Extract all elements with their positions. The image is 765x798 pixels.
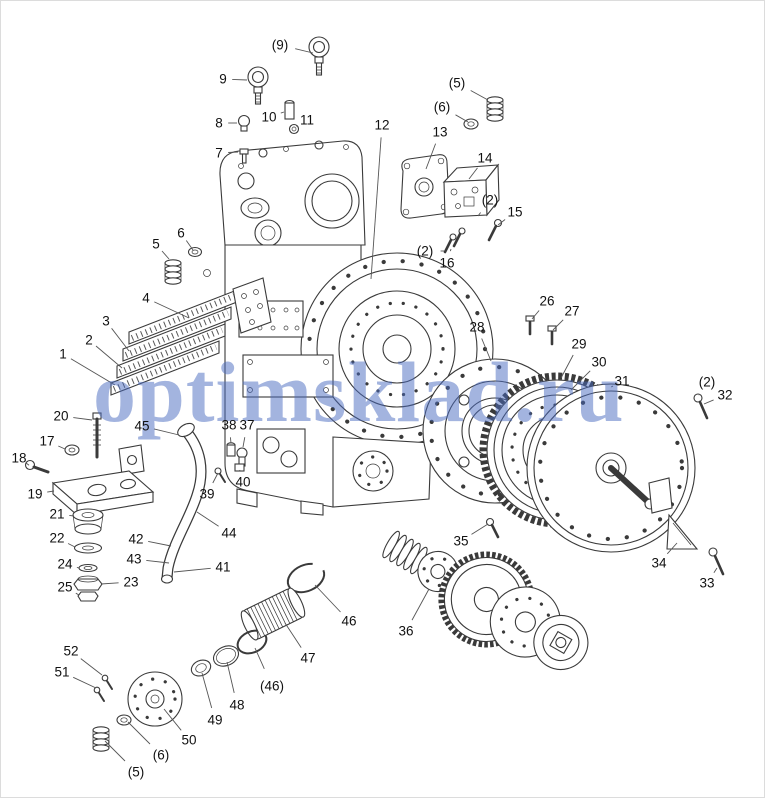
- eye-bolt-9-2: [308, 36, 330, 76]
- leader-line-45: [196, 511, 219, 527]
- fittings-37-40: [214, 442, 248, 483]
- wedge-34-bolt-33: [666, 513, 725, 576]
- leader-line-21: [531, 310, 540, 320]
- leader-line-46: [173, 567, 211, 573]
- bolts-26-27: [525, 315, 557, 346]
- leader-line-31: [229, 437, 232, 444]
- leader-line-23: [481, 338, 492, 362]
- leader-line-55: [201, 672, 213, 709]
- eye-bolt-9: [247, 66, 269, 105]
- leader-line-25: [570, 370, 591, 391]
- leader-line-50: [314, 584, 341, 613]
- leader-line-52: [284, 622, 302, 648]
- leader-line-41: [100, 582, 119, 585]
- leader-line-9: [455, 114, 469, 123]
- bolt-35: [485, 517, 500, 539]
- leader-line-57: [73, 676, 97, 689]
- leader-line-30: [153, 428, 180, 436]
- leader-line-24: [560, 354, 574, 379]
- leader-line-34: [25, 462, 30, 466]
- leader-line-42: [75, 592, 80, 596]
- leader-line-8: [470, 90, 489, 101]
- leader-line-56: [80, 658, 103, 676]
- leader-line-58: [163, 708, 182, 731]
- leader-line-7: [425, 143, 437, 170]
- leader-line-29: [73, 417, 93, 421]
- leader-line-33: [58, 445, 66, 450]
- leader-line-38: [69, 514, 75, 517]
- leader-line-10: [468, 167, 478, 180]
- leader-line-53: [254, 647, 265, 669]
- leader-line-18: [111, 328, 130, 352]
- oil-filler-tube: [160, 422, 207, 584]
- leader-line-16: [185, 240, 194, 251]
- cooler-plate-stack: [110, 277, 272, 396]
- bolt-32: [693, 393, 709, 420]
- spring-5-top: [486, 96, 504, 122]
- leader-line-32: [242, 437, 246, 448]
- leader-line-51: [411, 588, 430, 621]
- leader-line-48: [666, 542, 678, 555]
- leader-line-20: [70, 358, 116, 386]
- leader-line-60: [104, 740, 126, 762]
- end-cover-31: [526, 383, 696, 553]
- coupling-parts: [92, 562, 326, 752]
- leader-line-17: [154, 301, 190, 319]
- leader-line-47: [471, 523, 489, 535]
- gasket-13: [400, 154, 450, 219]
- bolts-15-16: [443, 218, 503, 254]
- leader-line-43: [148, 540, 172, 547]
- leader-line-26: [610, 385, 614, 388]
- leader-line-15: [161, 250, 170, 260]
- leader-line-35: [47, 490, 55, 493]
- leader-line-40: [76, 566, 80, 569]
- leader-line-19: [95, 345, 123, 369]
- leader-line-44: [146, 559, 170, 564]
- leader-line-54: [226, 661, 235, 694]
- output-shaft-assembly: [382, 530, 589, 671]
- breather-10-11: [284, 99, 300, 135]
- spring-5-washer-6: [164, 246, 211, 285]
- mount-bracket-assembly: [24, 412, 155, 602]
- leader-line-59: [127, 721, 151, 745]
- leader-line-4: [296, 125, 299, 128]
- leader-line-14: [449, 248, 452, 252]
- leader-line-49: [713, 567, 718, 573]
- leader-line-1: [232, 78, 248, 81]
- leader-line-3: [280, 111, 285, 114]
- leader-line-6: [370, 137, 382, 280]
- bolt-7: [239, 148, 249, 164]
- leader-line-5: [228, 151, 239, 153]
- leader-lines: [25, 48, 718, 762]
- leader-line-28: [703, 399, 714, 405]
- control-valve-14: [442, 163, 500, 218]
- leader-line-22: [552, 319, 564, 331]
- leader-line-11: [477, 212, 481, 217]
- leader-line-36: [212, 472, 219, 484]
- leader-line-39: [67, 543, 76, 548]
- plug-8: [237, 114, 251, 132]
- leader-line-12: [497, 219, 506, 226]
- leader-line-0: [295, 48, 314, 54]
